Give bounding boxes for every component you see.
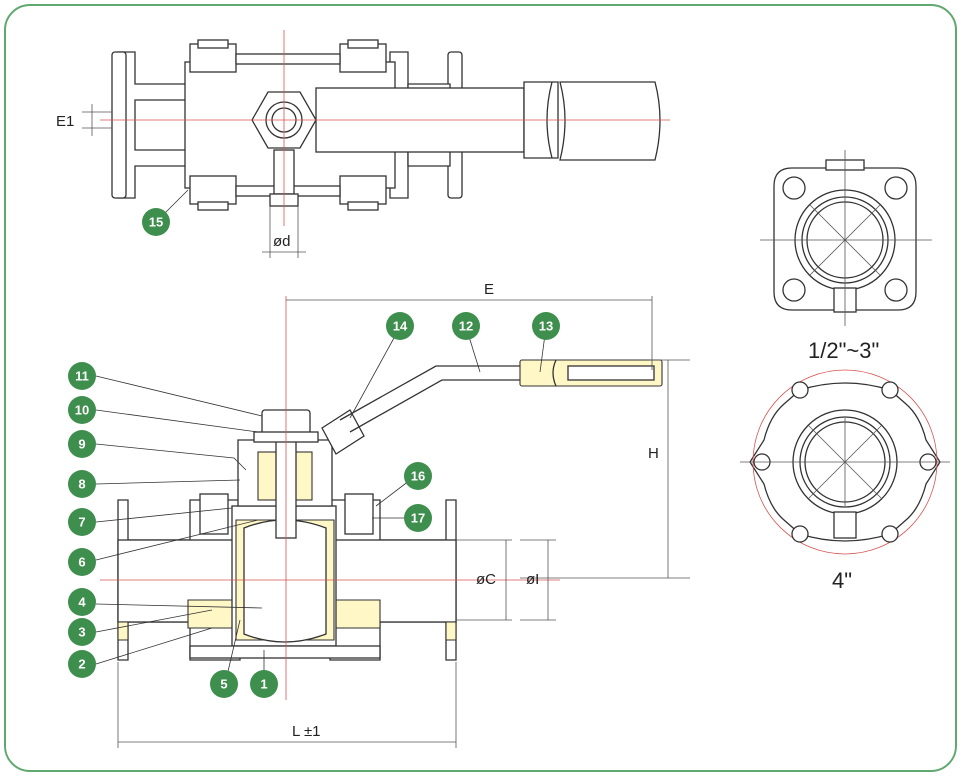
- part-badge-circle: [210, 670, 238, 698]
- dim-I: øI: [526, 571, 539, 588]
- part-badge-circle: [68, 588, 96, 616]
- part-badge-label: 15: [149, 215, 163, 230]
- part-badge-circle: [452, 312, 480, 340]
- part-badge-label: 14: [393, 319, 408, 334]
- part-badge-3: 3: [68, 618, 96, 646]
- part-badge-circle: [68, 548, 96, 576]
- part-badge-label: 16: [411, 469, 425, 484]
- part-badge-label: 5: [220, 677, 227, 692]
- side-view: E H øC øI L ±1: [95, 281, 690, 748]
- part-badge-17: 17: [404, 504, 432, 532]
- part-badge-16: 16: [404, 462, 432, 490]
- part-badge-8: 8: [68, 470, 96, 498]
- part-badge-circle: [386, 312, 414, 340]
- part-badge-circle: [404, 462, 432, 490]
- part-badge-7: 7: [68, 508, 96, 536]
- drawing-frame: [4, 4, 957, 772]
- dim-d: ød: [273, 233, 291, 250]
- part-badge-10: 10: [68, 396, 96, 424]
- part-badge-label: 2: [78, 657, 85, 672]
- part-badge-circle: [404, 504, 432, 532]
- dim-E: E: [484, 281, 494, 298]
- part-badge-12: 12: [452, 312, 480, 340]
- size-label-large: 4": [832, 568, 852, 593]
- part-badge-15: 15: [142, 208, 170, 236]
- part-badge-11: 11: [68, 362, 96, 390]
- part-badge-label: 17: [411, 511, 425, 526]
- part-badge-label: 4: [78, 595, 86, 610]
- part-badge-label: 1: [260, 677, 267, 692]
- dim-L: L ±1: [292, 723, 321, 740]
- part-badge-circle: [68, 508, 96, 536]
- part-badge-label: 6: [78, 555, 85, 570]
- part-badge-5: 5: [210, 670, 238, 698]
- part-badge-label: 3: [78, 625, 85, 640]
- part-badge-circle: [532, 312, 560, 340]
- part-badge-label: 8: [78, 477, 85, 492]
- part-badge-label: 12: [459, 319, 473, 334]
- part-badge-2: 2: [68, 650, 96, 678]
- part-badge-13: 13: [532, 312, 560, 340]
- part-badge-circle: [68, 618, 96, 646]
- part-badge-1: 1: [250, 670, 278, 698]
- part-badge-circle: [68, 362, 96, 390]
- part-badge-4: 4: [68, 588, 96, 616]
- dim-H: H: [648, 445, 659, 462]
- part-badge-9: 9: [68, 430, 96, 458]
- part-badge-circle: [68, 396, 96, 424]
- part-badge-label: 9: [78, 437, 85, 452]
- dim-C: øC: [476, 571, 496, 588]
- part-badge-6: 6: [68, 548, 96, 576]
- top-view: E1 ød: [56, 30, 670, 258]
- part-badge-label: 13: [539, 319, 553, 334]
- size-label-small: 1/2"~3": [808, 338, 879, 363]
- part-badge-label: 7: [78, 515, 85, 530]
- part-badge-label: 11: [75, 369, 89, 384]
- flange-view-large: 4": [740, 369, 950, 593]
- part-badge-circle: [250, 670, 278, 698]
- part-badge-label: 10: [75, 403, 89, 418]
- part-badge-circle: [68, 430, 96, 458]
- part-badge-circle: [68, 470, 96, 498]
- part-badge-circle: [68, 650, 96, 678]
- part-badge-circle: [142, 208, 170, 236]
- part-badge-14: 14: [386, 312, 414, 340]
- flange-view-small: 1/2"~3": [760, 150, 932, 363]
- dim-E1: E1: [56, 113, 74, 130]
